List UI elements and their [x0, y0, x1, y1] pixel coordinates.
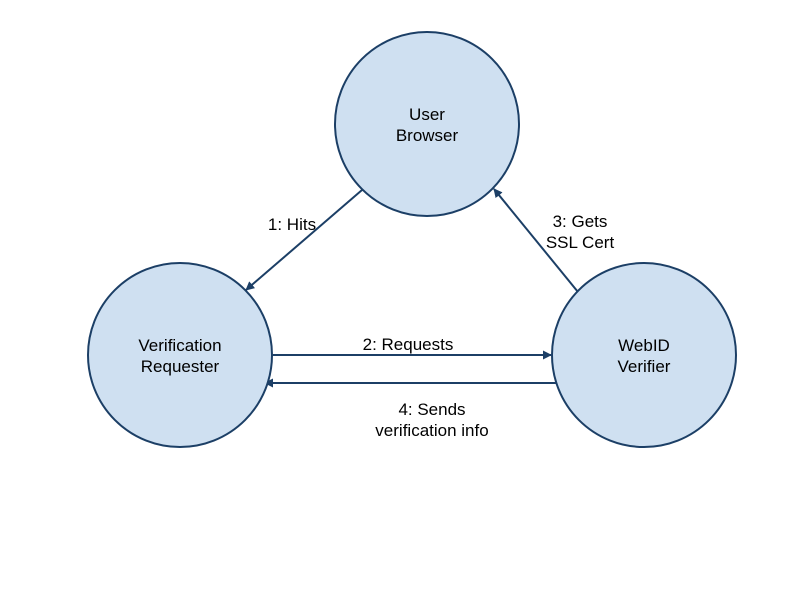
node-webid-verifier: WebID Verifier: [551, 262, 737, 448]
node-user-browser: User Browser: [334, 31, 520, 217]
node-verification-requester-label-line1: Verification: [138, 336, 221, 355]
node-user-browser-label-line2: Browser: [396, 126, 459, 145]
edge-sends-info-label-line1: 4: Sends: [398, 400, 465, 419]
edge-gets-cert-label-line2: SSL Cert: [546, 233, 615, 252]
edge-requests-label: 2: Requests: [363, 335, 454, 354]
edge-hits-label: 1: Hits: [268, 215, 316, 234]
node-verification-requester-label-line2: Requester: [141, 357, 220, 376]
edge-hits-arrow: [245, 189, 363, 291]
node-user-browser-circle: [334, 31, 520, 217]
edge-sends-info: 4: Sends verification info: [264, 378, 558, 440]
node-user-browser-label-line1: User: [409, 105, 445, 124]
node-webid-verifier-circle: [551, 262, 737, 448]
edge-hits: 1: Hits: [245, 189, 363, 291]
edge-gets-cert-arrow: [493, 188, 579, 293]
edge-requests: 2: Requests: [273, 335, 552, 360]
edge-gets-cert-label-line1: 3: Gets: [553, 212, 608, 231]
edge-gets-cert: 3: Gets SSL Cert: [493, 188, 615, 293]
edge-sends-info-label-line2: verification info: [375, 421, 488, 440]
node-webid-verifier-label-line2: Verifier: [618, 357, 671, 376]
node-verification-requester: Verification Requester: [87, 262, 273, 448]
node-webid-verifier-label-line1: WebID: [618, 336, 670, 355]
node-verification-requester-circle: [87, 262, 273, 448]
